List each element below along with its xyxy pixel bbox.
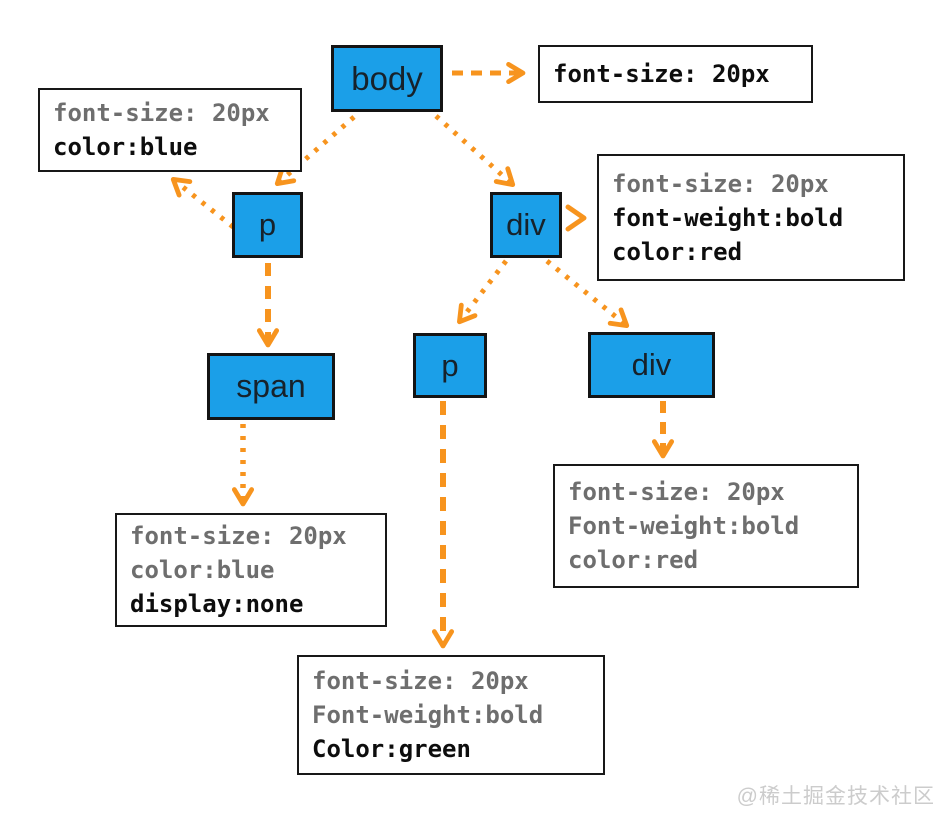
node-body: body <box>331 45 443 112</box>
style-box-p-second: font-size: 20px Font-weight:bold Color:g… <box>297 655 605 775</box>
node-div-second-label: div <box>631 347 672 382</box>
css-declaration: font-size: 20px <box>568 478 785 506</box>
css-declaration: font-size: 20px <box>130 522 347 550</box>
css-declaration: font-size: 20px <box>612 169 829 198</box>
style-box-div-first: font-size: 20px font-weight:bold color:r… <box>597 154 905 281</box>
css-declaration: font-weight:bold <box>612 203 844 232</box>
css-declaration: font-size: 20px <box>312 667 529 695</box>
node-p-first: p <box>232 192 303 258</box>
arrow-div1-to-p2 <box>457 259 508 325</box>
css-declaration: font-size: 20px <box>553 60 770 88</box>
css-declaration: color:blue <box>53 133 198 161</box>
style-box-div-second: font-size: 20px Font-weight:bold color:r… <box>553 464 859 588</box>
watermark: @稀土掘金技术社区 <box>736 785 935 808</box>
arrow-div1-to-div1-rule <box>565 204 587 232</box>
node-p-second: p <box>413 333 487 398</box>
node-div-second: div <box>588 332 715 398</box>
node-p-first-label: p <box>258 207 277 242</box>
css-declaration: color:red <box>568 546 699 574</box>
node-body-label: body <box>351 59 423 97</box>
node-div-first-label: div <box>506 207 546 242</box>
node-div-first: div <box>490 192 562 258</box>
css-declaration: color:blue <box>130 556 275 584</box>
style-box-body: font-size: 20px <box>538 45 813 103</box>
node-p-second-label: p <box>441 347 459 383</box>
css-declaration: color:red <box>612 237 743 266</box>
node-span-label: span <box>236 368 306 404</box>
css-declaration: display:none <box>130 590 304 618</box>
node-span: span <box>207 353 335 420</box>
style-box-span: font-size: 20px color:blue display:none <box>115 513 387 627</box>
style-box-p-first: font-size: 20px color:blue <box>38 88 302 172</box>
css-declaration: Color:green <box>312 735 471 763</box>
css-declaration: font-size: 20px <box>53 99 270 127</box>
arrow-body-to-div1 <box>434 114 516 188</box>
css-declaration: Font-weight:bold <box>312 701 544 729</box>
css-declaration: Font-weight:bold <box>568 512 800 540</box>
